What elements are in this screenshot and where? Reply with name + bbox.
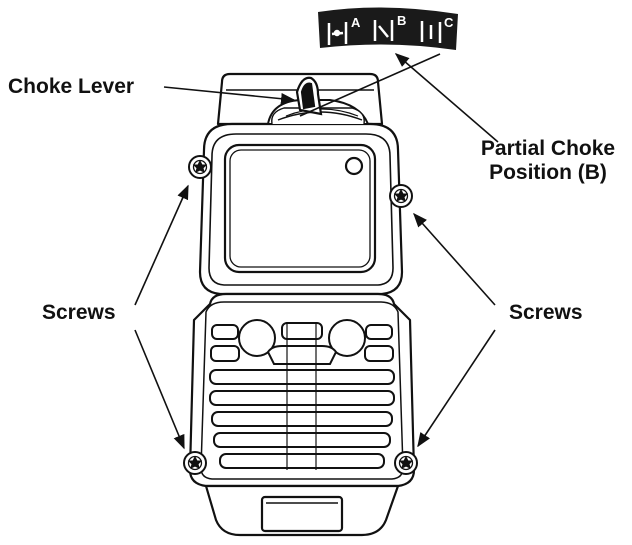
screw-upper-right	[389, 184, 413, 208]
choke-letter-c: C	[444, 15, 454, 30]
partial-choke-arrow	[394, 53, 499, 143]
choke-lever	[295, 76, 323, 116]
screws-left-arrow-upper	[134, 184, 189, 306]
choke-letter-a: A	[351, 15, 361, 30]
screws-left-arrow-lower	[134, 329, 185, 450]
partial-choke-label-line2: Position (B)	[489, 161, 607, 184]
decal-pointer-line	[299, 53, 441, 117]
choke-position-decal: A B C	[318, 7, 458, 51]
partial-choke-label: Partial Choke Position (B)	[468, 137, 628, 185]
screw-upper-left	[188, 155, 212, 179]
partial-choke-label-line1: Partial Choke	[480, 137, 616, 160]
leader-lines	[134, 53, 499, 450]
screws-left-label: Screws	[42, 301, 116, 324]
upper-housing	[198, 72, 404, 296]
screw-lower-right	[394, 451, 418, 475]
choke-lever-label: Choke Lever	[8, 75, 135, 98]
primer-dot	[344, 156, 364, 176]
choke-symbol-b-icon	[373, 20, 394, 41]
choke-lever-arrow	[163, 86, 296, 105]
vent-grille	[209, 319, 395, 470]
screws-right-label: Screws	[509, 301, 583, 324]
screws-right-arrow-upper	[413, 212, 496, 306]
choke-symbol-a-icon	[327, 22, 348, 45]
screws-right-arrow-lower	[417, 329, 496, 448]
choke-letter-b: B	[397, 13, 406, 28]
screw-lower-left	[183, 451, 207, 475]
choke-symbol-c-icon	[420, 21, 442, 43]
